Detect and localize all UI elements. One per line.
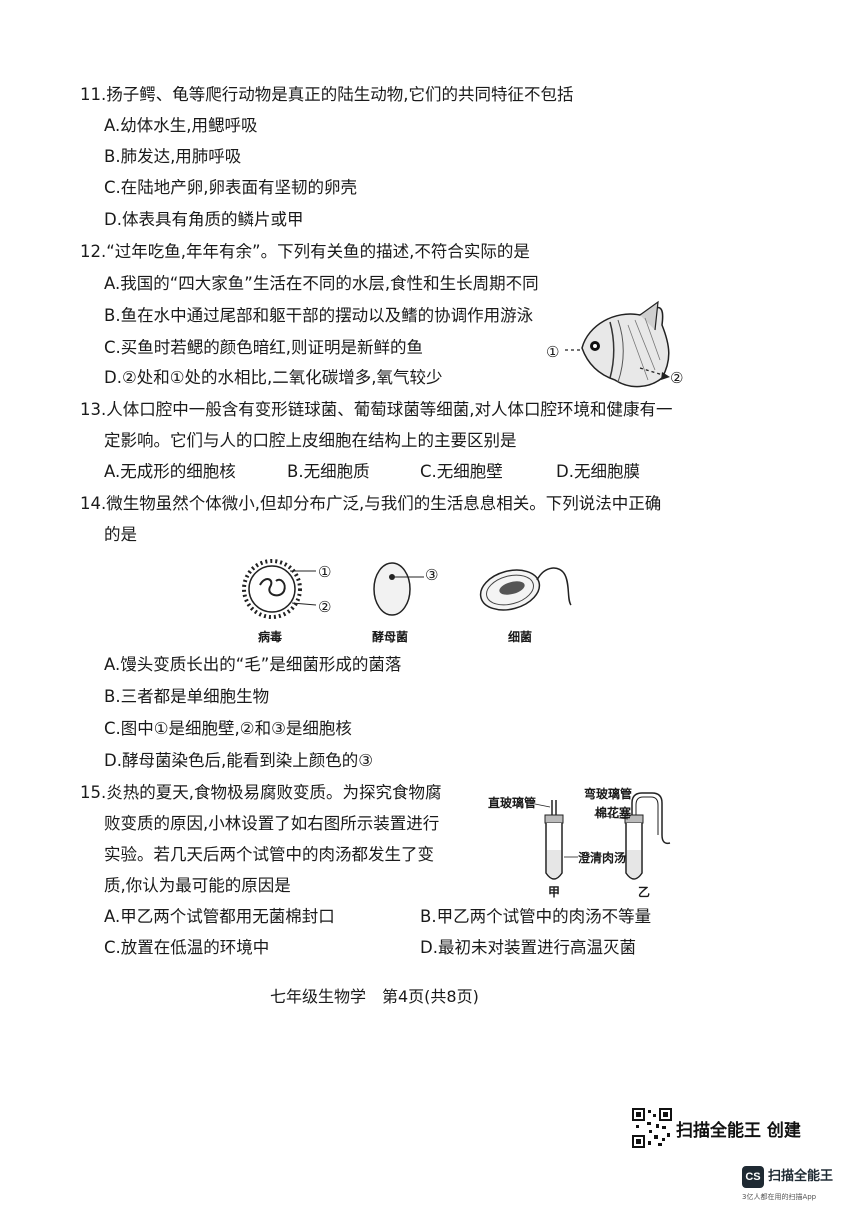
q15-stem-line3: 实验。若几天后两个试管中的肉汤都发生了变: [104, 845, 434, 864]
q15-option-d: D.最初未对装置进行高温灭菌: [420, 938, 636, 957]
virus-label-1: ①: [318, 563, 332, 581]
q11-option-a: A.幼体水生,用鳃呼吸: [104, 116, 258, 135]
test-tube-figure: [529, 792, 671, 880]
q13-option-a: A.无成形的细胞核: [104, 462, 236, 481]
yeast-caption: 酵母菌: [372, 630, 409, 644]
q15-stem-line1: 15.炎热的夏天,食物极易腐败变质。为探究食物腐: [80, 783, 442, 802]
virus-caption: 病毒: [258, 630, 283, 644]
q11-option-d: D.体表具有角质的鳞片或甲: [104, 210, 304, 229]
q13-stem-line1: 13.人体口腔中一般含有变形链球菌、葡萄球菌等细菌,对人体口腔环境和健康有一: [80, 400, 673, 419]
fish-label-2: ②: [670, 369, 684, 387]
page-footer: 七年级生物学 第4页(共8页): [270, 987, 479, 1006]
camscanner-logo-icon: CS: [742, 1166, 764, 1188]
virus-label-2: ②: [318, 598, 332, 616]
q15-option-c: C.放置在低温的环境中: [104, 938, 270, 957]
fish-figure: [565, 300, 670, 388]
label-yi: 乙: [638, 885, 651, 899]
label-bent-tube: 弯玻璃管: [584, 787, 633, 801]
label-jia: 甲: [548, 885, 561, 899]
label-straight-tube: 直玻璃管: [488, 796, 537, 810]
yeast-figure: [373, 562, 424, 616]
bacteria-caption: 细菌: [508, 630, 533, 644]
watermark-text: 扫描全能王 创建: [676, 1121, 801, 1141]
q13-option-d: D.无细胞膜: [556, 462, 640, 481]
q15-stem-line4: 质,你认为最可能的原因是: [104, 876, 291, 895]
virus-figure: [242, 559, 317, 619]
q14-option-c: C.图中①是细胞壁,②和③是细胞核: [104, 719, 352, 738]
q15-option-b: B.甲乙两个试管中的肉汤不等量: [420, 907, 652, 926]
q13-option-b: B.无细胞质: [287, 462, 370, 481]
fish-label-1: ①: [546, 343, 560, 361]
q11-option-c: C.在陆地产卵,卵表面有坚韧的卵壳: [104, 178, 358, 197]
q15-stem-line2: 败变质的原因,小林设置了如右图所示装置进行: [104, 814, 440, 833]
q12-stem: 12.“过年吃鱼,年年有余”。下列有关鱼的描述,不符合实际的是: [80, 242, 530, 261]
q14-option-b: B.三者都是单细胞生物: [104, 687, 270, 706]
q12-option-d: D.②处和①处的水相比,二氧化碳增多,氧气较少: [104, 368, 443, 387]
label-cotton-plug: 棉花塞: [595, 806, 632, 820]
q11-option-b: B.肺发达,用肺呼吸: [104, 147, 242, 166]
q15-option-a: A.甲乙两个试管都用无菌棉封口: [104, 907, 335, 926]
q12-option-b: B.鱼在水中通过尾部和躯干部的摆动以及鳍的协调作用游泳: [104, 306, 534, 325]
yeast-label-3: ③: [425, 566, 439, 584]
q14-stem-line2: 的是: [104, 525, 137, 544]
camscanner-tagline: 3亿人都在用的扫描App: [742, 1193, 817, 1201]
q14-option-a: A.馒头变质长出的“毛”是细菌形成的菌落: [104, 655, 402, 674]
bacteria-figure: [479, 567, 572, 611]
q14-stem-line1: 14.微生物虽然个体微小,但却分布广泛,与我们的生活息息相关。下列说法中正确: [80, 494, 662, 513]
label-broth: 澄清肉汤: [578, 851, 627, 865]
camscanner-logo-name: 扫描全能王: [768, 1169, 834, 1184]
q14-option-d: D.酵母菌染色后,能看到染上颜色的③: [104, 751, 373, 770]
q12-option-c: C.买鱼时若鳃的颜色暗红,则证明是新鲜的鱼: [104, 338, 424, 357]
qr-code-icon: [632, 1108, 672, 1148]
q13-option-c: C.无细胞壁: [420, 462, 503, 481]
q13-stem-line2: 定影响。它们与人的口腔上皮细胞在结构上的主要区别是: [104, 431, 517, 450]
q11-stem: 11.扬子鳄、龟等爬行动物是真正的陆生动物,它们的共同特征不包括: [80, 85, 574, 104]
q12-option-a: A.我国的“四大家鱼”生活在不同的水层,食性和生长周期不同: [104, 274, 539, 293]
